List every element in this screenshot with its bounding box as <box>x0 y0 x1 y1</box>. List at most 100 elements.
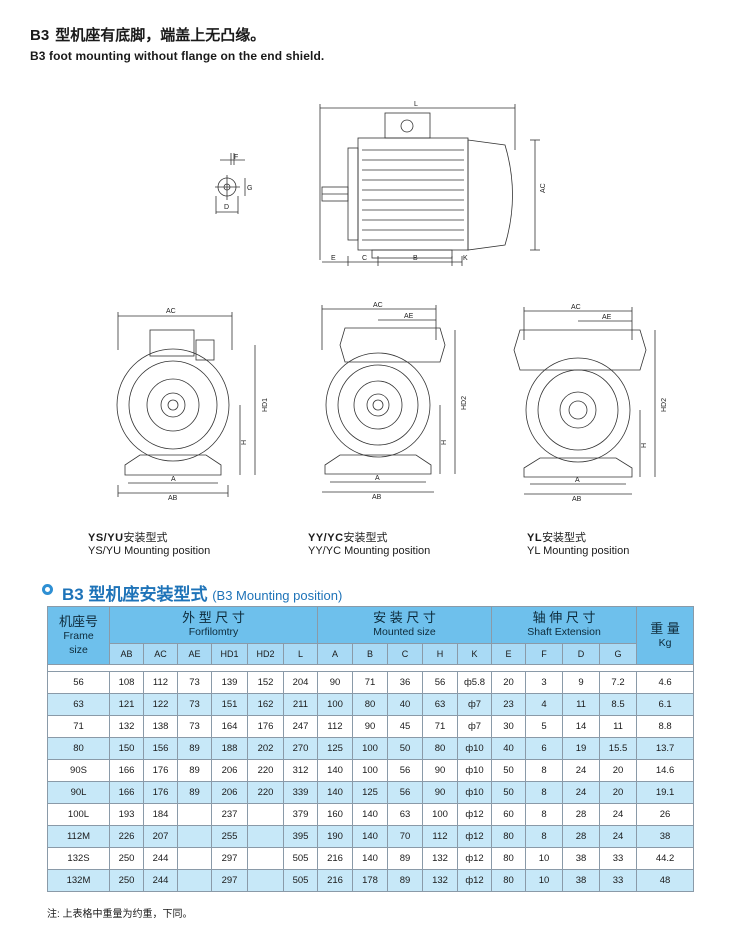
table-cell: 24 <box>562 759 601 782</box>
table-cell <box>177 803 212 826</box>
column-header-k: K <box>456 643 493 665</box>
front-view-yl-drawing <box>513 307 656 495</box>
footnote: 注: 上表格中重量为约重，下同。 <box>47 909 193 920</box>
table-cell: 156 <box>143 737 178 760</box>
table-cell: 379 <box>283 803 318 826</box>
frame-size-cell: 112M <box>47 825 110 848</box>
table-cell: 38 <box>636 825 695 848</box>
table-cell: 40 <box>491 737 527 760</box>
table-cell <box>177 869 212 892</box>
table-cell: 216 <box>317 847 353 870</box>
table-cell: 80 <box>491 869 527 892</box>
table-cell: 56 <box>422 671 458 694</box>
table-cell: 125 <box>317 737 353 760</box>
table-cell: 89 <box>387 847 423 870</box>
caption-yyyc: YY/YC安装型式 YY/YC Mounting position <box>308 532 431 557</box>
table-cell: 140 <box>317 781 353 804</box>
table-cell: 164 <box>211 715 248 738</box>
table-cell: 63 <box>422 693 458 716</box>
column-header-ac: AC <box>143 643 178 665</box>
table-cell: 71 <box>422 715 458 738</box>
table-cell: 211 <box>283 693 318 716</box>
table-cell: 24 <box>562 781 601 804</box>
label-ab-2: AB <box>372 494 382 501</box>
label-ac-1: AC <box>166 308 176 315</box>
table-cell: 193 <box>109 803 144 826</box>
table-cell: 8 <box>525 781 564 804</box>
table-cell: 255 <box>211 825 248 848</box>
label-ac-2: AC <box>373 302 383 309</box>
label-f: F <box>234 154 238 161</box>
table-cell: 24 <box>599 803 638 826</box>
table-cell: 247 <box>283 715 318 738</box>
table-cell: 4 <box>525 693 564 716</box>
table-cell: ф5.8 <box>456 671 493 694</box>
table-cell: 270 <box>283 737 318 760</box>
table-cell: ф7 <box>456 715 493 738</box>
table-cell: 162 <box>247 693 284 716</box>
table-cell: 220 <box>247 781 284 804</box>
table-cell <box>177 825 212 848</box>
table-cell: 80 <box>352 693 388 716</box>
table-cell: 207 <box>143 825 178 848</box>
table-cell: 8.5 <box>599 693 638 716</box>
frame-size-cell: 90L <box>47 781 110 804</box>
table-cell: 89 <box>177 737 212 760</box>
table-cell: 166 <box>109 781 144 804</box>
table-cell: ф12 <box>456 803 493 826</box>
label-e: E <box>331 255 336 262</box>
column-header-c: C <box>387 643 423 665</box>
label-ac-3: AC <box>571 304 581 311</box>
table-cell: 151 <box>211 693 248 716</box>
table-cell: 33 <box>599 847 638 870</box>
frame-size-header: 机座号 Frame size <box>47 606 110 665</box>
table-cell: 206 <box>211 781 248 804</box>
column-header-hd2: HD2 <box>247 643 284 665</box>
column-header-e: E <box>491 643 527 665</box>
table-cell: 50 <box>387 737 423 760</box>
frame-size-cell: 71 <box>47 715 110 738</box>
frame-size-cell: 90S <box>47 759 110 782</box>
label-a-2: A <box>375 475 380 482</box>
table-cell: 244 <box>143 869 178 892</box>
table-cell: 89 <box>387 869 423 892</box>
table-cell: 152 <box>247 671 284 694</box>
table-cell: 73 <box>177 693 212 716</box>
table-cell: 20 <box>599 781 638 804</box>
table-cell <box>247 825 284 848</box>
table-cell: 8 <box>525 825 564 848</box>
table-cell: 56 <box>387 759 423 782</box>
column-header-b: B <box>352 643 388 665</box>
table-cell: 28 <box>562 825 601 848</box>
table-cell <box>247 803 284 826</box>
table-cell: 160 <box>317 803 353 826</box>
table-cell: 24 <box>599 825 638 848</box>
table-cell: 38 <box>562 869 601 892</box>
label-b: B <box>413 255 418 262</box>
table-cell <box>177 847 212 870</box>
table-cell: 250 <box>109 847 144 870</box>
table-cell: 150 <box>109 737 144 760</box>
table-cell: 216 <box>317 869 353 892</box>
column-header-l: L <box>283 643 318 665</box>
table-cell: 50 <box>491 759 527 782</box>
header-title-en: B3 foot mounting without flange on the e… <box>30 49 325 63</box>
table-cell: 132 <box>422 847 458 870</box>
table-cell: 176 <box>143 781 178 804</box>
table-cell: 395 <box>283 825 318 848</box>
table-cell: ф12 <box>456 869 493 892</box>
table-cell: 100 <box>317 693 353 716</box>
column-header-h: H <box>422 643 458 665</box>
section-title: B3 型机座安装型式 (B3 Mounting position) <box>62 585 343 604</box>
table-cell: 132 <box>422 869 458 892</box>
spacer-row <box>46 664 695 672</box>
table-cell: 176 <box>143 759 178 782</box>
label-k: K <box>463 255 468 262</box>
label-a-1: A <box>171 476 176 483</box>
table-cell: 33 <box>599 869 638 892</box>
table-cell: 8 <box>525 759 564 782</box>
